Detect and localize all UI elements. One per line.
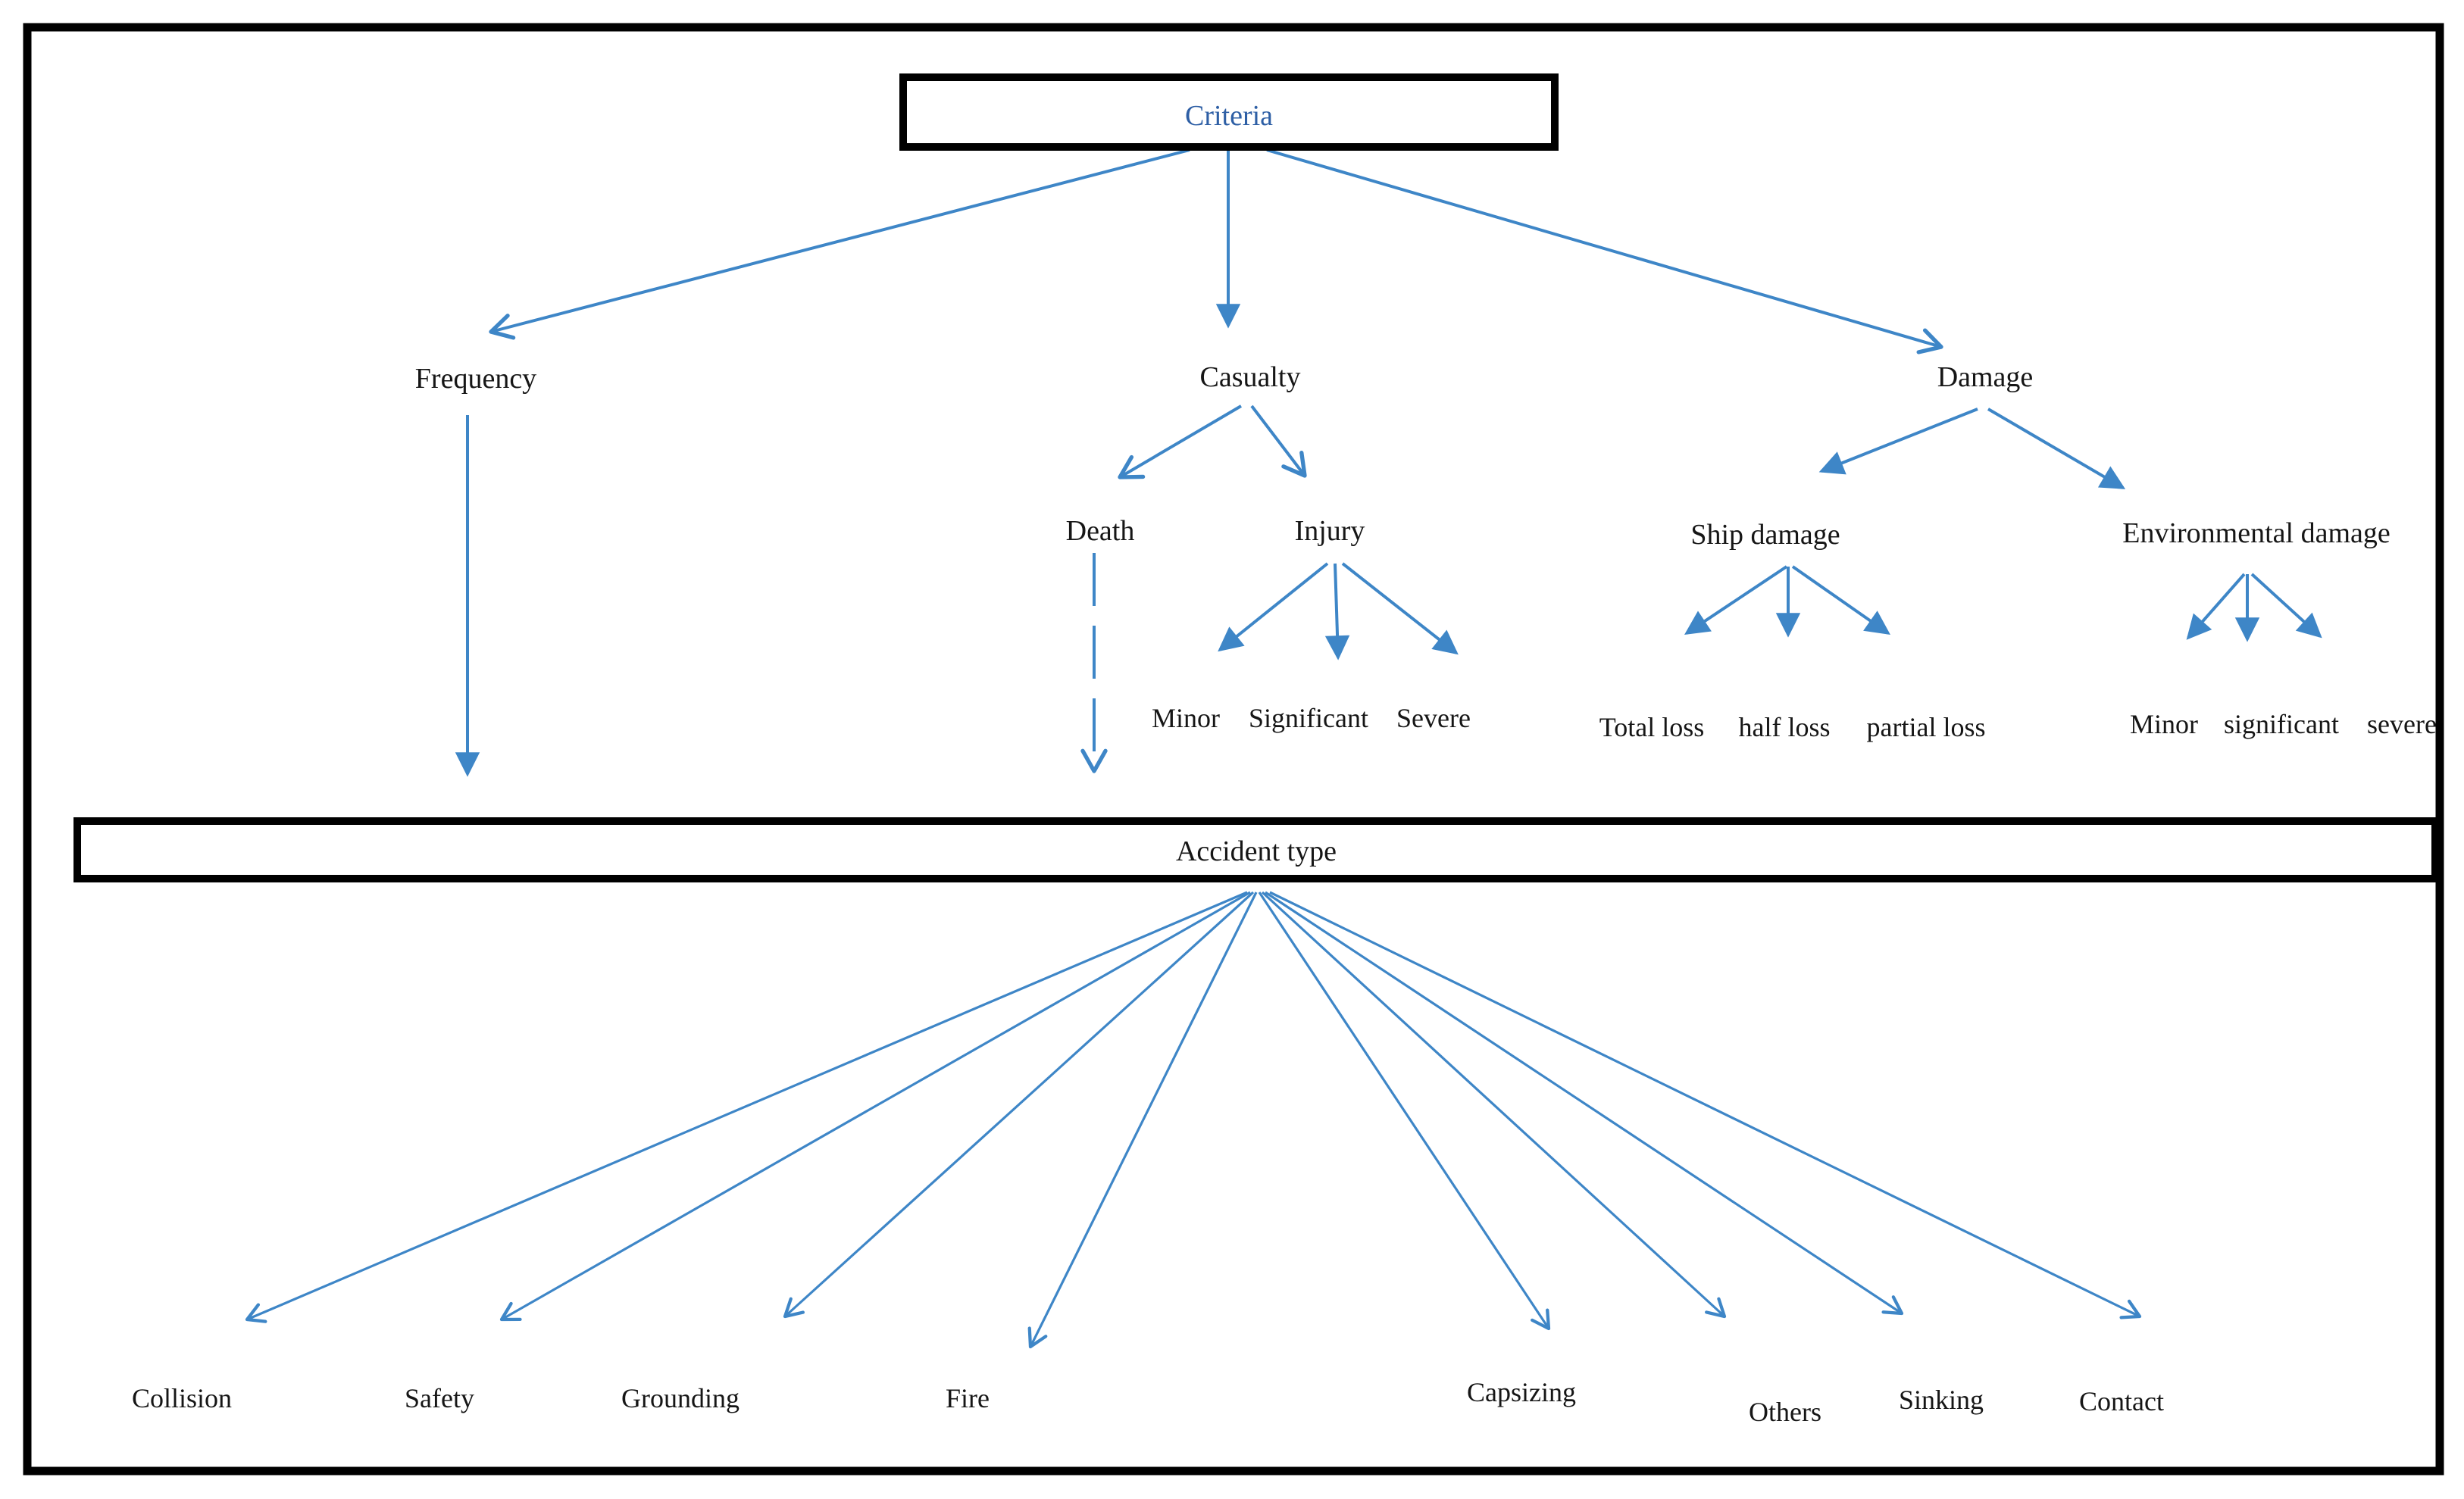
criteria-box <box>899 73 1559 151</box>
arrow-accident-to-capsizing <box>1258 892 1551 1331</box>
node-collision: Collision <box>132 1383 232 1413</box>
node-capsizing: Capsizing <box>1467 1377 1576 1407</box>
arrow-damage-to-environmental-damage <box>1987 408 2126 489</box>
arrow-casualty-to-injury <box>1250 404 1307 478</box>
node-env-significant: significant <box>2224 709 2339 739</box>
node-injury-severe: Severe <box>1396 703 1471 733</box>
arrow-env-to-minor <box>2186 573 2246 640</box>
node-ship-total-loss: Total loss <box>1599 712 1704 742</box>
damage-branch-arrows <box>1684 408 2322 642</box>
node-damage: Damage <box>1937 361 2034 393</box>
node-fire: Fire <box>946 1383 990 1413</box>
injury-severity-row: Minor Significant Severe <box>1152 703 1471 733</box>
node-ship-partial-loss: partial loss <box>1867 712 1986 742</box>
environmental-severity-row: Minor significant severe <box>2130 709 2437 739</box>
arrow-accident-to-grounding <box>783 891 1255 1319</box>
arrow-criteria-to-frequency <box>489 148 1190 340</box>
diagram-outer-border <box>23 23 2444 1476</box>
node-env-minor: Minor <box>2130 709 2198 739</box>
node-ship-damage: Ship damage <box>1690 519 1840 551</box>
arrow-ship-to-partial-loss <box>1791 565 1890 636</box>
arrow-ship-to-total-loss <box>1684 565 1788 635</box>
casualty-branch-arrows <box>1118 404 1459 660</box>
accident-type-row: Collision Safety Grounding Fire Capsizin… <box>132 1377 2164 1427</box>
node-casualty: Casualty <box>1200 361 1301 393</box>
arrow-accident-to-contact <box>1269 891 2142 1319</box>
criteria-box-label: Criteria <box>1185 100 1273 132</box>
node-sinking: Sinking <box>1899 1385 1984 1415</box>
arrow-injury-to-severe <box>1341 562 1459 655</box>
arrow-casualty-to-death <box>1118 404 1243 479</box>
arrow-accident-to-safety <box>499 891 1251 1322</box>
node-env-severe: severe <box>2367 709 2437 739</box>
node-injury-significant: Significant <box>1249 703 1368 733</box>
node-death: Death <box>1066 515 1135 547</box>
node-grounding: Grounding <box>621 1383 740 1413</box>
arrow-injury-to-significant <box>1324 563 1350 660</box>
accident-type-box-label: Accident type <box>1176 835 1337 867</box>
arrow-env-to-severe <box>2250 573 2322 639</box>
node-contact: Contact <box>2079 1386 2164 1416</box>
arrow-accident-to-sinking <box>1265 891 1904 1316</box>
arrow-accident-to-collision <box>245 891 1248 1323</box>
node-others: Others <box>1749 1397 1821 1427</box>
arrow-accident-to-others <box>1261 891 1727 1319</box>
node-environmental-damage: Environmental damage <box>2122 517 2391 549</box>
arrow-accident-to-fire <box>1027 892 1258 1349</box>
node-injury-minor: Minor <box>1152 703 1220 733</box>
node-injury: Injury <box>1295 515 1365 547</box>
node-ship-half-loss: half loss <box>1739 712 1831 742</box>
arrow-injury-to-minor <box>1218 562 1329 652</box>
arrow-damage-to-ship-damage <box>1818 408 1978 475</box>
ship-damage-severity-row: Total loss half loss partial loss <box>1599 712 1986 742</box>
accident-type-box <box>73 817 2439 882</box>
node-frequency: Frequency <box>415 363 536 395</box>
arrow-criteria-to-damage <box>1266 148 1943 354</box>
criteria-branch-arrows <box>489 148 1943 354</box>
accident-type-fan-arrows <box>245 891 2142 1349</box>
node-safety: Safety <box>405 1383 474 1413</box>
